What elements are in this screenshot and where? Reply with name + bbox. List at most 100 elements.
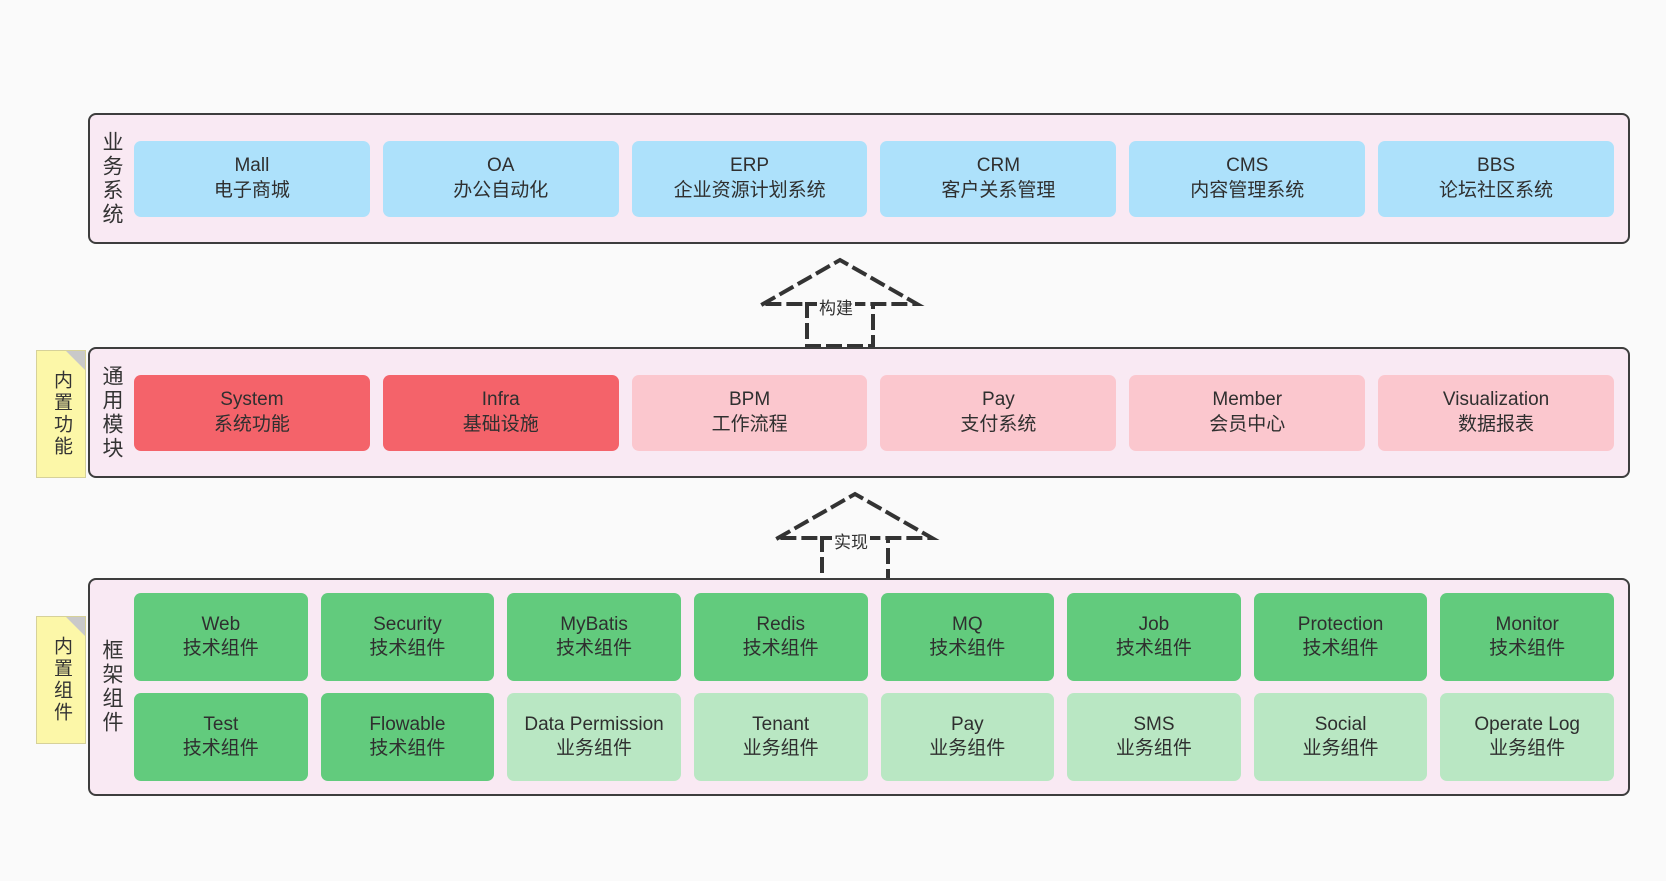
- layer-business-system: 业务系统 Mall 电子商城 OA 办公自动化 ERP 企业资源计划系统 CRM…: [88, 113, 1630, 244]
- layer-business-system-title: 业务系统: [100, 130, 124, 227]
- arrow-build: 构建: [755, 256, 925, 348]
- card-cms[interactable]: CMS 内容管理系统: [1129, 140, 1366, 217]
- card-mybatis[interactable]: MyBatis 技术组件: [507, 593, 681, 681]
- card-title-cn: 技术组件: [1489, 638, 1566, 659]
- card-title-en: Mall: [234, 155, 270, 177]
- card-social[interactable]: Social 业务组件: [1253, 693, 1428, 781]
- card-crm[interactable]: CRM 客户关系管理: [880, 140, 1117, 217]
- card-title-en: SMS: [1133, 713, 1175, 735]
- card-redis[interactable]: Redis 技术组件: [693, 593, 868, 681]
- card-security[interactable]: Security 技术组件: [320, 593, 495, 681]
- card-title-en: Operate Log: [1474, 713, 1580, 735]
- card-title-en: OA: [487, 155, 515, 177]
- card-title-cn: 办公自动化: [453, 179, 549, 201]
- note-label: 内置组件: [50, 636, 72, 724]
- card-title-cn: 业务组件: [929, 738, 1006, 759]
- card-protection[interactable]: Protection 技术组件: [1253, 593, 1428, 681]
- card-title-cn: 业务组件: [1302, 738, 1379, 759]
- card-row: Web 技术组件 Security 技术组件 MyBatis 技术组件 Redi…: [134, 593, 1614, 681]
- layer-common-module-body: System 系统功能 Infra 基础设施 BPM 工作流程 Pay 支付系统…: [132, 349, 1628, 476]
- card-title-cn: 系统功能: [213, 413, 290, 435]
- card-system[interactable]: System 系统功能: [134, 374, 370, 451]
- card-visualization[interactable]: Visualization 数据报表: [1378, 374, 1614, 451]
- card-job[interactable]: Job 技术组件: [1067, 593, 1241, 681]
- card-title-en: Protection: [1297, 613, 1384, 635]
- card-title-en: CMS: [1226, 155, 1269, 177]
- card-title-en: Tenant: [752, 713, 810, 735]
- note-builtin-features: 内置功能: [36, 350, 86, 478]
- card-title-en: Flowable: [369, 713, 446, 735]
- card-title-cn: 技术组件: [742, 638, 819, 659]
- card-pay[interactable]: Pay 支付系统: [880, 374, 1117, 451]
- card-monitor[interactable]: Monitor 技术组件: [1440, 593, 1614, 681]
- card-title-en: BPM: [728, 389, 771, 411]
- card-title-en: Social: [1314, 713, 1367, 735]
- card-title-cn: 内容管理系统: [1190, 179, 1305, 201]
- card-bbs[interactable]: BBS 论坛社区系统: [1378, 140, 1614, 217]
- card-pay-business[interactable]: Pay 业务组件: [880, 693, 1055, 781]
- layer-business-system-body: Mall 电子商城 OA 办公自动化 ERP 企业资源计划系统 CRM 客户关系…: [132, 115, 1628, 242]
- card-title-en: Job: [1138, 613, 1170, 635]
- card-title-en: Data Permission: [524, 713, 664, 735]
- card-title-en: Security: [373, 613, 442, 635]
- card-title-cn: 业务组件: [1489, 738, 1566, 759]
- card-title-cn: 技术组件: [182, 738, 259, 759]
- card-title-en: Web: [201, 613, 241, 635]
- card-title-en: Test: [203, 713, 239, 735]
- note-label: 内置功能: [50, 370, 72, 458]
- card-bpm[interactable]: BPM 工作流程: [631, 374, 868, 451]
- card-title-cn: 客户关系管理: [941, 179, 1056, 201]
- card-title-en: BBS: [1477, 155, 1516, 177]
- card-title-cn: 会员中心: [1209, 413, 1286, 435]
- card-title-en: MyBatis: [560, 613, 628, 635]
- card-flowable[interactable]: Flowable 技术组件: [320, 693, 495, 781]
- card-title-cn: 技术组件: [1115, 638, 1192, 659]
- card-test[interactable]: Test 技术组件: [134, 693, 308, 781]
- card-title-cn: 支付系统: [960, 413, 1037, 435]
- card-sms[interactable]: SMS 业务组件: [1067, 693, 1241, 781]
- card-title-cn: 技术组件: [556, 638, 633, 659]
- note-builtin-components: 内置组件: [36, 616, 86, 744]
- card-web[interactable]: Web 技术组件: [134, 593, 308, 681]
- card-title-en: ERP: [730, 155, 770, 177]
- card-title-cn: 工作流程: [711, 413, 788, 435]
- layer-framework-components: 框架组件 Web 技术组件 Security 技术组件 MyBatis 技术组件…: [88, 578, 1630, 796]
- card-title-cn: 技术组件: [1302, 638, 1379, 659]
- layer-common-module: 通用模块 System 系统功能 Infra 基础设施 BPM 工作流程 Pay…: [88, 347, 1630, 478]
- card-erp[interactable]: ERP 企业资源计划系统: [631, 140, 868, 217]
- card-title-en: MQ: [952, 613, 983, 635]
- layer-framework-components-title: 框架组件: [100, 639, 124, 735]
- card-mq[interactable]: MQ 技术组件: [880, 593, 1055, 681]
- card-data-permission[interactable]: Data Permission 业务组件: [507, 693, 681, 781]
- card-title-en: Redis: [756, 613, 805, 635]
- card-operate-log[interactable]: Operate Log 业务组件: [1440, 693, 1614, 781]
- arrow-implement-label: 实现: [832, 528, 870, 553]
- card-title-cn: 技术组件: [369, 638, 446, 659]
- card-title-en: Monitor: [1495, 613, 1559, 635]
- card-infra[interactable]: Infra 基础设施: [382, 374, 619, 451]
- card-row: Mall 电子商城 OA 办公自动化 ERP 企业资源计划系统 CRM 客户关系…: [134, 140, 1614, 217]
- card-title-en: Infra: [481, 389, 520, 411]
- card-title-cn: 业务组件: [742, 738, 819, 759]
- card-title-cn: 技术组件: [929, 638, 1006, 659]
- card-title-en: Pay: [982, 389, 1015, 411]
- card-title-cn: 业务组件: [556, 738, 633, 759]
- card-oa[interactable]: OA 办公自动化: [382, 140, 619, 217]
- card-row: System 系统功能 Infra 基础设施 BPM 工作流程 Pay 支付系统…: [134, 374, 1614, 451]
- arrow-stem: [805, 302, 875, 348]
- card-mall[interactable]: Mall 电子商城: [134, 140, 370, 217]
- card-row: Test 技术组件 Flowable 技术组件 Data Permission …: [134, 693, 1614, 781]
- card-title-cn: 业务组件: [1115, 738, 1192, 759]
- card-title-en: Pay: [950, 713, 984, 735]
- card-tenant[interactable]: Tenant 业务组件: [693, 693, 868, 781]
- layer-common-module-title: 通用模块: [100, 364, 124, 461]
- card-title-en: System: [220, 389, 284, 411]
- card-title-cn: 技术组件: [369, 738, 446, 759]
- card-title-en: Member: [1212, 389, 1283, 411]
- card-title-cn: 论坛社区系统: [1439, 179, 1554, 201]
- card-title-en: Visualization: [1442, 389, 1550, 411]
- card-title-cn: 基础设施: [462, 413, 539, 435]
- card-member[interactable]: Member 会员中心: [1129, 374, 1366, 451]
- card-title-cn: 数据报表: [1458, 413, 1535, 435]
- arrow-implement: 实现: [770, 490, 940, 582]
